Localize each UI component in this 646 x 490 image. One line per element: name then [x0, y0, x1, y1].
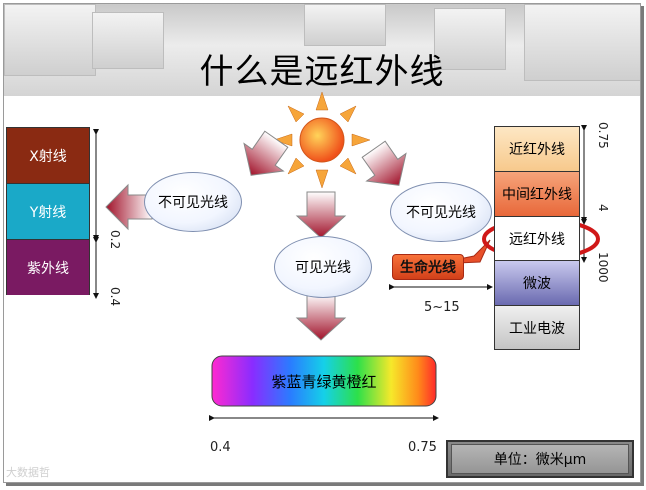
spectrum-label: 紫蓝青绿黄橙红 [271, 372, 377, 391]
decor-cube [4, 4, 96, 76]
left-band-stack: X射线 Y射线 紫外线 [6, 127, 90, 295]
life-range-label: 5~15 [424, 300, 460, 315]
decor-cube [434, 8, 506, 70]
band-xray: X射线 [7, 128, 89, 184]
band-near-ir: 近红外线 [495, 127, 579, 172]
decor-cube [92, 12, 164, 69]
right-scale-label: 4 [596, 204, 610, 212]
watermark: 大数据哲 [6, 464, 50, 480]
right-band-stack: 近红外线 中间红外线 远红外线 微波 工业电波 [494, 126, 580, 350]
band-gamma: Y射线 [7, 184, 89, 240]
band-far-ir: 远红外线 [495, 217, 579, 261]
life-ray-label: 生命光线 [392, 254, 464, 280]
band-radio: 工业电波 [495, 306, 579, 349]
sun-icon [273, 91, 371, 189]
unit-label: 单位：微米μm [451, 444, 629, 474]
band-uv: 紫外线 [7, 240, 89, 295]
diagram-graphics [93, 91, 600, 421]
arrow-sun-left [243, 130, 289, 176]
header-band [4, 4, 640, 96]
invisible-light-left: 不可见光线 [144, 172, 242, 232]
slide: 什么是远红外线 [3, 3, 641, 483]
left-scale-label: 0.4 [108, 287, 122, 307]
page-title: 什么是远红外线 [199, 52, 445, 92]
right-scale-label: 0.75 [596, 122, 610, 149]
arrow-visible-spectrum [295, 293, 347, 341]
band-microwave: 微波 [495, 261, 579, 306]
band-mid-ir: 中间红外线 [495, 172, 579, 217]
spectrum-bar [211, 355, 437, 407]
watermark-text: 大数据哲 [6, 466, 50, 479]
unit-box: 单位：微米μm [446, 440, 634, 478]
visible-light: 可见光线 [274, 236, 372, 298]
left-scale-label: 0.2 [108, 230, 122, 250]
spectrum-min-label: 0.4 [210, 440, 231, 455]
right-scale-label: 1000 [596, 252, 610, 283]
invisible-light-right: 不可见光线 [390, 182, 492, 242]
spectrum-max-label: 0.75 [408, 440, 437, 455]
decor-cube [524, 4, 640, 81]
arrow-sun-right [361, 140, 407, 186]
arrow-left-bands [105, 183, 153, 231]
decor-cube [304, 4, 386, 46]
arrow-sun-visible [295, 191, 347, 239]
